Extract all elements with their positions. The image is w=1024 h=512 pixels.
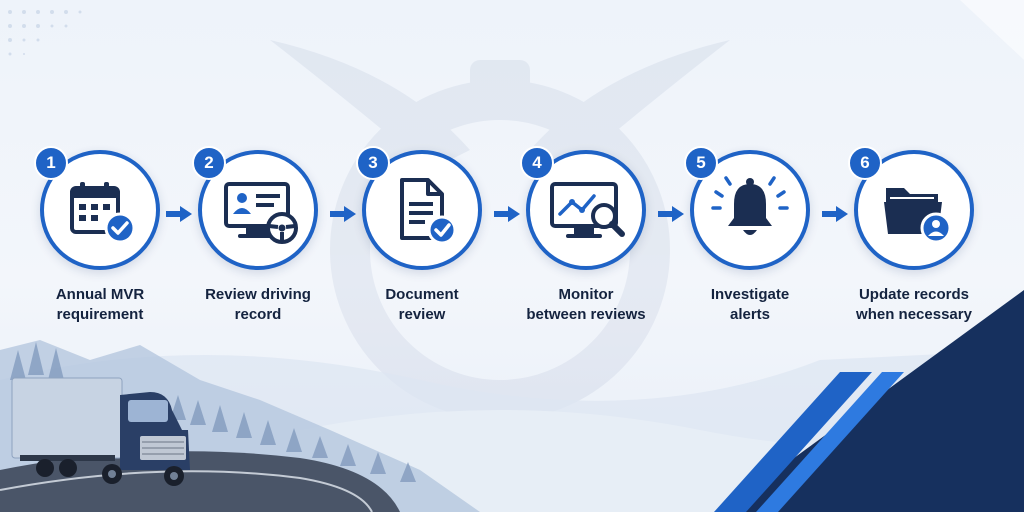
- step-3-label: Document review: [385, 286, 459, 323]
- step-2-number: 2: [192, 146, 226, 180]
- step-4-number: 4: [520, 146, 554, 180]
- step-6-number: 6: [848, 146, 882, 180]
- calendar-check-icon: [70, 182, 136, 244]
- arrow-right-icon: [822, 206, 848, 222]
- step-6-circle: [854, 150, 974, 270]
- bell-alert-icon: [711, 176, 789, 235]
- tree-line: [10, 342, 416, 482]
- step-1-number: 1: [34, 146, 68, 180]
- step-3-number: 3: [356, 146, 390, 180]
- step-6-label: Update records when necessary: [856, 286, 972, 323]
- monitor-steering-wheel-icon: [224, 182, 298, 244]
- step-5-label: Investigate alerts: [710, 286, 790, 323]
- step-5-circle: [690, 150, 810, 270]
- road-line: [0, 470, 373, 512]
- step-1-label: Annual MVR requirement: [55, 286, 145, 323]
- step-2-label: Review driving record: [205, 286, 311, 323]
- arrow-right-icon: [494, 206, 520, 222]
- step-5-number: 5: [684, 146, 718, 180]
- document-check-icon: [400, 178, 457, 245]
- light-stripe: [960, 0, 1024, 60]
- step-4-label: Monitor between reviews: [526, 286, 646, 323]
- folder-user-icon: [884, 188, 952, 244]
- blue-stripe-1: [714, 372, 872, 512]
- step-4-circle: [526, 150, 646, 270]
- dot-texture: [8, 10, 82, 56]
- step-2-circle: [198, 150, 318, 270]
- truck-illustration: [11, 377, 190, 486]
- road: [0, 451, 400, 512]
- arrow-right-icon: [330, 206, 356, 222]
- blue-stripe-2: [756, 372, 904, 512]
- arrow-right-icon: [166, 206, 192, 222]
- monitor-magnifier-icon: [550, 182, 625, 238]
- arrow-right-icon: [658, 206, 684, 222]
